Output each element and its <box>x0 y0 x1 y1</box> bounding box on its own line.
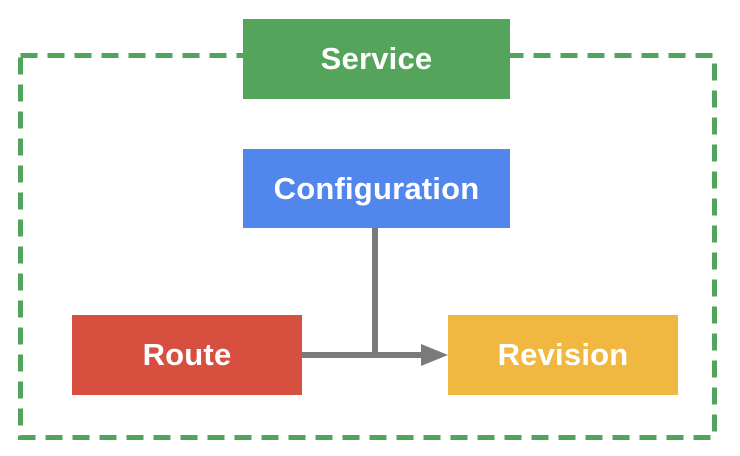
configuration-node: Configuration <box>243 149 510 228</box>
service-node-label: Service <box>320 41 433 76</box>
service-node: Service <box>243 19 510 99</box>
route-node: Route <box>72 315 302 395</box>
service-boundary-dashed-border <box>18 53 717 440</box>
revision-node-label: Revision <box>497 337 629 372</box>
configuration-node-label: Configuration <box>273 170 480 206</box>
route-node-label: Route <box>142 337 232 372</box>
arrowhead-icon <box>421 344 448 366</box>
revision-node: Revision <box>448 315 678 395</box>
